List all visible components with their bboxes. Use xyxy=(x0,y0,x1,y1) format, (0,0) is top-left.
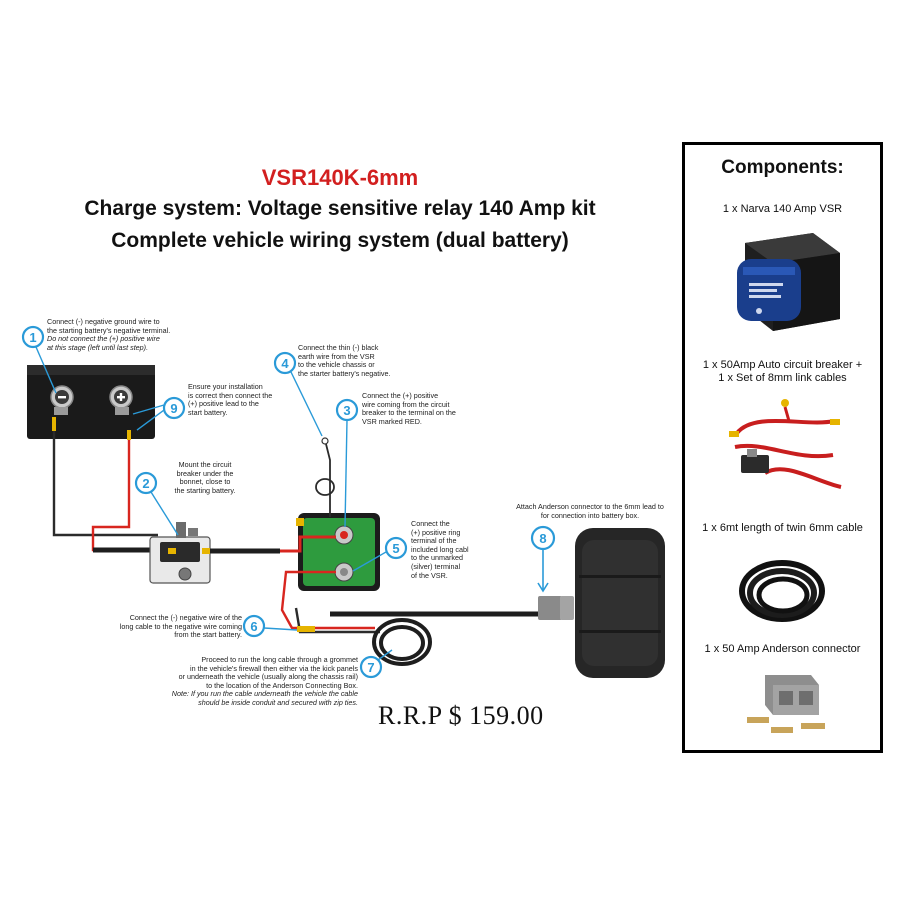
negative-terminal-icon xyxy=(50,385,74,415)
component-label-breaker-line: 1 x 50Amp Auto circuit breaker + xyxy=(702,359,863,371)
positive-terminal-icon xyxy=(109,385,133,415)
start-battery xyxy=(27,365,155,440)
step-3-text: Connect the (+) positive wire coming fro… xyxy=(362,391,502,426)
retail-price: R.R.P $ 159.00 xyxy=(378,701,544,730)
step-9-line: (+) positive lead to the xyxy=(188,399,259,409)
kit-title-line-2: Complete vehicle wiring system (dual bat… xyxy=(111,229,569,252)
step-5-line: (silver) terminal xyxy=(411,561,461,571)
step-3-line: breaker to the terminal on the xyxy=(362,408,456,418)
svg-text:7: 7 xyxy=(367,660,374,675)
step-1-line: Connect (-) negative ground wire to xyxy=(47,317,160,326)
step-marker-7: 7 xyxy=(359,649,393,679)
step-5-line: Connect the xyxy=(411,519,450,528)
step-7-line: should be inside conduit and secured wit… xyxy=(198,697,358,707)
step-8-text: Attach Anderson connector to the 6mm lea… xyxy=(505,502,675,520)
step-4-line: the starter battery's negative. xyxy=(298,368,391,378)
step-5-line: of the VSR. xyxy=(411,570,448,580)
step-marker-4: 4 xyxy=(273,351,323,437)
svg-text:5: 5 xyxy=(392,541,399,556)
components-heading: Components: xyxy=(721,157,844,178)
step-3-line: Connect the (+) positive xyxy=(362,391,439,400)
vsr-product-image xyxy=(737,233,840,331)
step-6-text: Connect the (-) negative wire of the lon… xyxy=(100,613,242,640)
components-panel: Components: 1 x Narva 140 Amp VSR 1 x 50… xyxy=(682,142,883,753)
step-4-line: to the vehicle chassis or xyxy=(298,360,375,370)
step-5-line: to the unmarked xyxy=(411,553,463,563)
step-6-line: long cable to the negative wire coming xyxy=(119,621,242,631)
svg-text:9: 9 xyxy=(170,401,177,416)
twin-cable-product-image xyxy=(739,560,825,622)
step-8-line: Attach Anderson connector to the 6mm lea… xyxy=(516,502,664,511)
svg-text:3: 3 xyxy=(343,403,350,418)
step-2-line: Mount the circuit xyxy=(178,460,232,469)
step-4-line: Connect the thin (-) black xyxy=(298,343,379,352)
step-7-line: Note: If you run the cable underneath th… xyxy=(171,689,358,699)
step-1-text: Connect (-) negative ground wire to the … xyxy=(47,317,247,352)
anderson-product-image xyxy=(747,675,825,733)
anderson-connector xyxy=(538,596,574,620)
component-label-breaker: 1 x 50Amp Auto circuit breaker + 1 x Set… xyxy=(685,359,880,385)
step-7-line: in the vehicle's firewall then either vi… xyxy=(190,663,358,673)
step-9-line: start battery. xyxy=(188,407,228,417)
wiring-diagram: 1 9 2 4 3 5 6 7 8 xyxy=(21,325,665,679)
step-4-text: Connect the thin (-) black earth wire fr… xyxy=(298,343,418,378)
step-7-line: to the location of the Anderson Connecti… xyxy=(206,680,358,690)
step-7-line: Proceed to run the long cable through a … xyxy=(201,655,358,664)
step-9-text: Ensure your installation is correct then… xyxy=(188,382,298,417)
svg-text:1: 1 xyxy=(29,330,36,345)
step-3-line: VSR marked RED. xyxy=(362,416,422,426)
svg-text:6: 6 xyxy=(250,619,257,634)
step-2-line: breaker under the xyxy=(176,468,234,478)
component-label-vsr: 1 x Narva 140 Amp VSR xyxy=(722,203,843,215)
svg-text:4: 4 xyxy=(281,356,289,371)
step-5-line: included long cabl xyxy=(411,544,469,554)
step-marker-2: 2 xyxy=(134,471,179,536)
step-marker-5: 5 xyxy=(352,536,408,572)
step-1-line: at this stage (left until last step). xyxy=(47,342,149,352)
kit-title-line-1: Charge system: Voltage sensitive relay 1… xyxy=(84,197,596,220)
step-marker-1: 1 xyxy=(21,325,57,394)
step-8-line: for connection into battery box. xyxy=(540,510,640,520)
step-5-line: terminal of the xyxy=(411,536,457,546)
svg-text:2: 2 xyxy=(142,476,149,491)
step-3-line: wire coming from the circuit xyxy=(362,399,450,409)
battery-box xyxy=(575,528,665,678)
component-label-cable: 1 x 6mt length of twin 6mm cable xyxy=(702,522,863,534)
step-1-line: Do not connect the (+) positive wire xyxy=(47,334,160,344)
step-2-line: bonnet, close to xyxy=(179,477,231,487)
step-7-line: or underneath the vehicle (usually along… xyxy=(178,672,358,682)
step-marker-8: 8 xyxy=(530,525,556,593)
step-7-text: Proceed to run the long cable through a … xyxy=(150,655,358,708)
kit-model-title: VSR140K-6mm xyxy=(261,165,419,190)
component-label-cables-line: 1 x Set of 8mm link cables xyxy=(718,372,847,384)
svg-text:8: 8 xyxy=(539,531,546,546)
step-2-text: Mount the circuit breaker under the bonn… xyxy=(160,460,250,495)
step-marker-9: 9 xyxy=(132,396,186,431)
step-6-line: Connect the (-) negative wire of the xyxy=(129,613,242,622)
step-2-line: the starting battery. xyxy=(174,485,236,495)
step-5-text: Connect the (+) positive ring terminal o… xyxy=(411,519,491,580)
circuit-breaker xyxy=(149,522,211,584)
breaker-cables-product-image xyxy=(729,399,842,489)
step-4-line: earth wire from the VSR xyxy=(298,351,375,361)
step-5-line: (+) positive ring xyxy=(411,527,461,537)
step-9-line: Ensure your installation xyxy=(188,382,263,391)
vsr-relay xyxy=(296,513,380,591)
step-marker-3: 3 xyxy=(335,398,359,528)
step-6-line: from the start battery. xyxy=(174,630,242,640)
step-1-line: the starting battery's negative terminal… xyxy=(47,325,171,335)
step-9-line: is correct then connect the xyxy=(188,390,273,400)
step-marker-6: 6 xyxy=(242,614,298,638)
component-label-anderson: 1 x 50 Amp Anderson connector xyxy=(704,643,861,655)
